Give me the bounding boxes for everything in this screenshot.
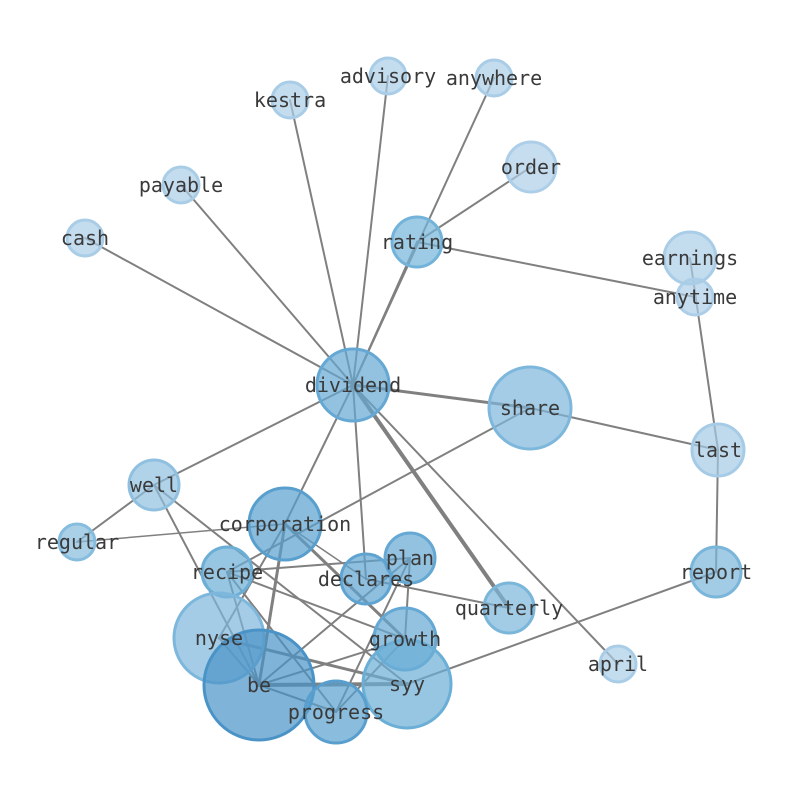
edge-report-syy (406, 571, 717, 685)
node-regular[interactable] (57, 522, 97, 562)
edge-dividend-advisory (352, 75, 389, 386)
node-label-corporation: corporation (219, 512, 351, 536)
node-label-dividend: dividend (305, 373, 401, 397)
node-order[interactable] (504, 140, 558, 194)
node-april[interactable] (598, 644, 638, 684)
node-share[interactable] (487, 365, 573, 451)
node-cash[interactable] (65, 218, 105, 258)
edge-dividend-cash (84, 237, 354, 386)
node-label-anytime: anytime (653, 285, 737, 309)
node-label-last: last (694, 438, 742, 462)
node-label-syy: syy (389, 672, 425, 696)
node-label-payable: payable (139, 173, 223, 197)
node-label-be: be (247, 673, 271, 697)
node-label-progress: progress (288, 700, 384, 724)
node-report[interactable] (689, 545, 743, 599)
node-label-nyse: nyse (195, 626, 243, 650)
node-payable[interactable] (161, 165, 201, 205)
node-label-earnings: earnings (642, 246, 738, 270)
edge-rating-anytime (416, 241, 696, 298)
node-label-growth: growth (369, 627, 441, 651)
edge-dividend-april (352, 384, 619, 665)
node-earnings[interactable] (662, 230, 718, 286)
node-kestra[interactable] (270, 80, 310, 120)
node-label-anywhere: anywhere (446, 66, 542, 90)
edge-dividend-kestra (289, 99, 354, 386)
node-plan[interactable] (383, 531, 437, 585)
node-label-april: april (588, 652, 648, 676)
node-label-share: share (500, 396, 560, 420)
node-label-cash: cash (61, 226, 109, 250)
node-declares[interactable] (339, 552, 393, 606)
node-label-plan: plan (386, 546, 434, 570)
node-label-report: report (680, 560, 752, 584)
node-label-advisory: advisory (340, 64, 436, 88)
labels-layer: dividend share last anytime earnings report ra… (35, 64, 752, 724)
node-label-quarterly: quarterly (455, 596, 563, 620)
node-quarterly[interactable] (482, 581, 536, 635)
node-last[interactable] (690, 422, 746, 478)
node-label-rating: rating (381, 230, 453, 254)
node-rating[interactable] (390, 215, 444, 269)
node-well[interactable] (127, 458, 181, 512)
node-label-declares: declares (318, 567, 414, 591)
node-syy[interactable] (361, 638, 453, 730)
node-label-kestra: kestra (254, 88, 326, 112)
node-be[interactable] (202, 628, 316, 742)
node-label-order: order (501, 155, 561, 179)
edge-dividend-quarterly (351, 383, 511, 610)
node-dividend[interactable] (315, 347, 391, 423)
node-label-well: well (130, 473, 178, 497)
node-progress[interactable] (303, 679, 369, 745)
node-label-regular: regular (35, 530, 119, 554)
nodes-layer (57, 56, 746, 745)
edge-dividend-payable (180, 184, 354, 386)
node-label-recipe: recipe (191, 560, 263, 584)
node-corporation[interactable] (247, 486, 323, 562)
node-advisory[interactable] (368, 56, 408, 96)
node-anywhere[interactable] (474, 58, 514, 98)
